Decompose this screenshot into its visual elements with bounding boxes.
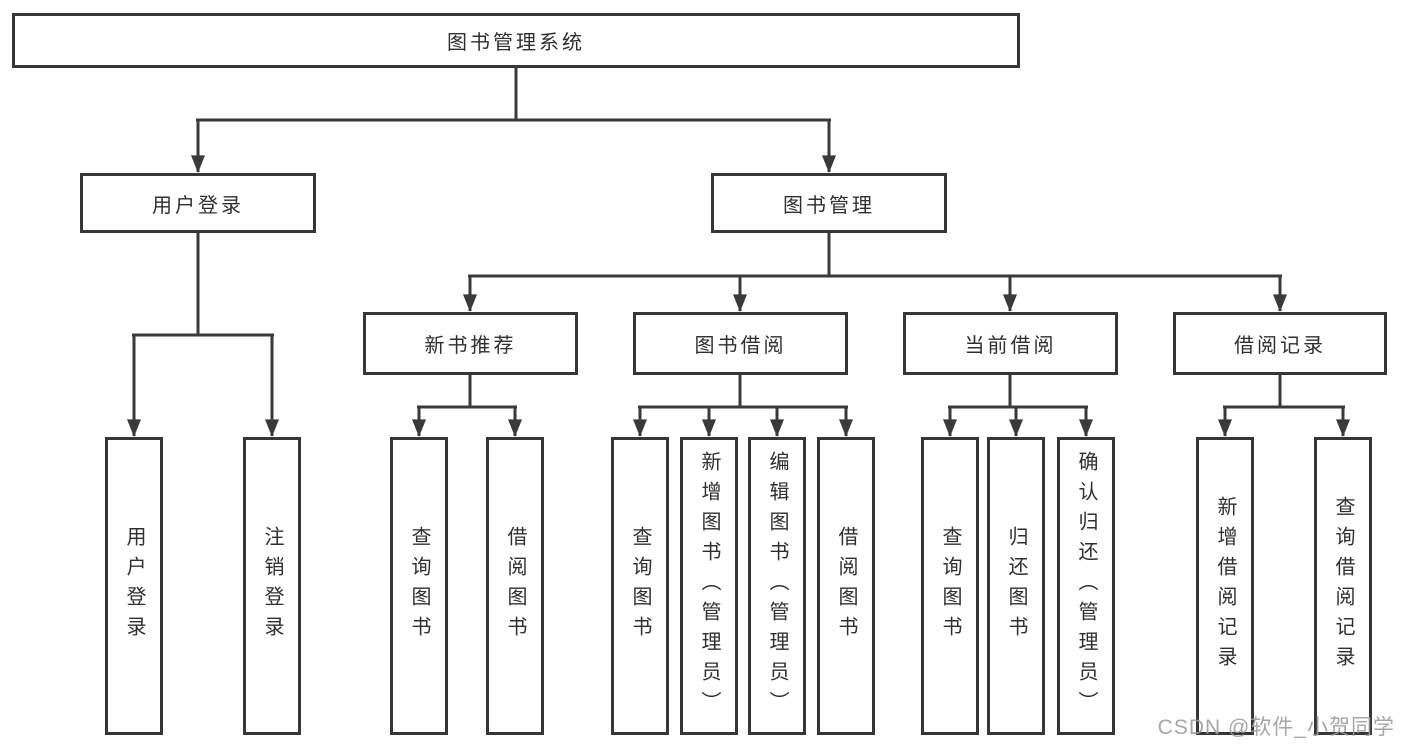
leaf-query-book-current: 查询图书	[921, 437, 979, 735]
leaf-query-borrow-record-label: 查询借阅记录	[1332, 496, 1354, 676]
leaf-edit-book-admin-label: 编辑图书（管理员）	[766, 451, 788, 721]
leaf-query-book-current-label: 查询图书	[939, 526, 961, 646]
leaf-user-login-label: 用户登录	[123, 526, 145, 646]
node-borrow-record: 借阅记录	[1173, 312, 1387, 375]
node-new-book-recommend: 新书推荐	[363, 312, 578, 375]
leaf-borrow-book-recommend-label: 借阅图书	[504, 526, 526, 646]
leaf-confirm-return-admin: 确认归还（管理员）	[1057, 437, 1115, 735]
leaf-add-book-admin: 新增图书（管理员）	[680, 437, 738, 735]
leaf-logout-label: 注销登录	[261, 526, 283, 646]
node-user-login: 用户登录	[80, 173, 316, 233]
leaf-query-book-recommend-label: 查询图书	[408, 526, 430, 646]
leaf-query-book-recommend: 查询图书	[390, 437, 448, 735]
leaf-logout: 注销登录	[243, 437, 301, 735]
leaf-add-borrow-record: 新增借阅记录	[1196, 437, 1254, 735]
leaf-query-book-borrow-label: 查询图书	[629, 526, 651, 646]
csdn-watermark: CSDN @软件_小贺同学	[1157, 716, 1395, 739]
leaf-borrow-book: 借阅图书	[817, 437, 875, 735]
leaf-confirm-return-admin-label: 确认归还（管理员）	[1075, 451, 1097, 721]
leaf-borrow-book-label: 借阅图书	[835, 526, 857, 646]
leaf-return-book: 归还图书	[987, 437, 1045, 735]
node-book-borrow: 图书借阅	[633, 312, 848, 375]
leaf-query-book-borrow: 查询图书	[611, 437, 669, 735]
node-current-borrow: 当前借阅	[903, 312, 1118, 375]
node-root-system: 图书管理系统	[12, 13, 1020, 68]
leaf-user-login: 用户登录	[105, 437, 163, 735]
leaf-query-borrow-record: 查询借阅记录	[1314, 437, 1372, 735]
node-book-management: 图书管理	[711, 173, 947, 233]
leaf-add-borrow-record-label: 新增借阅记录	[1214, 496, 1236, 676]
leaf-return-book-label: 归还图书	[1005, 526, 1027, 646]
leaf-edit-book-admin: 编辑图书（管理员）	[748, 437, 806, 735]
leaf-borrow-book-recommend: 借阅图书	[486, 437, 544, 735]
leaf-add-book-admin-label: 新增图书（管理员）	[698, 451, 720, 721]
